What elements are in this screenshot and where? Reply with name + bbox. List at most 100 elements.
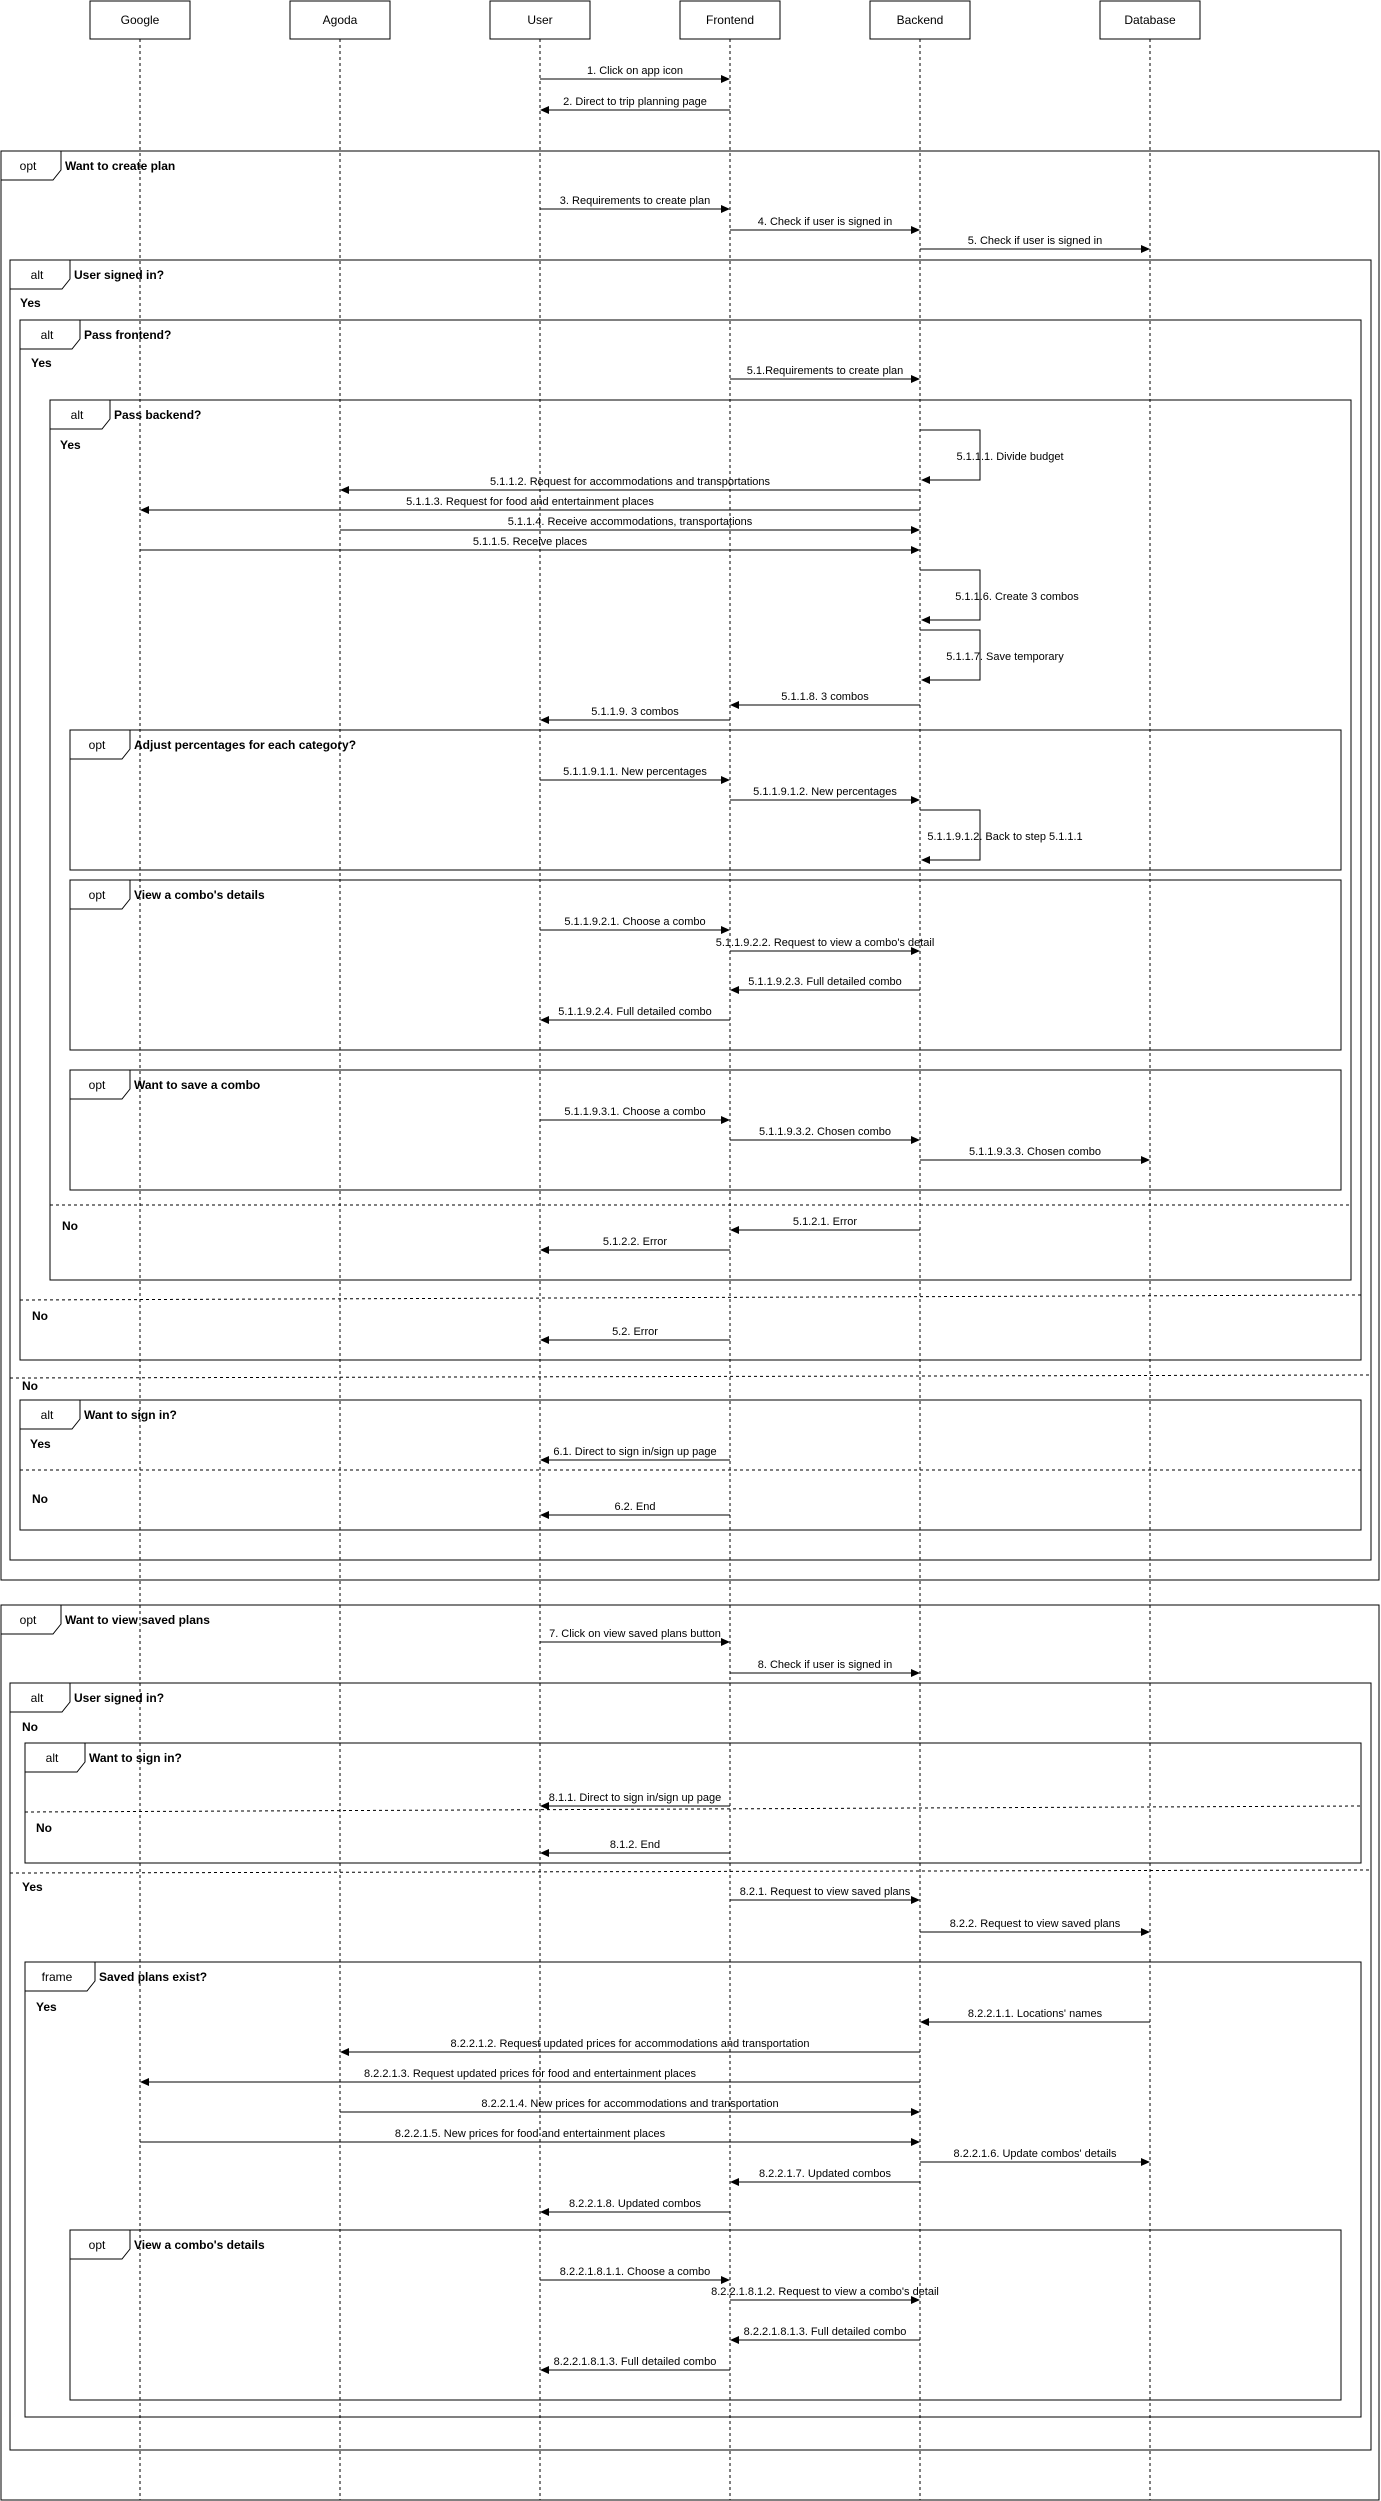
participant-google: Google	[89, 0, 191, 40]
fragment-frame	[0, 1604, 1380, 2501]
guard-label: Yes	[60, 438, 81, 452]
message-34: 8.1.2. End	[540, 1839, 730, 1857]
message-39: 8.2.2.1.3. Request updated prices for fo…	[140, 2068, 920, 2086]
message-37: 8.2.2.1.1. Locations' names	[920, 2008, 1150, 2026]
message-32: 8. Check if user is signed in	[730, 1659, 920, 1677]
message-label: 3. Requirements to create plan	[560, 195, 710, 207]
message-14: 5.1.1.8. 3 combos	[730, 691, 920, 709]
fragment-tab	[9, 1682, 71, 1713]
message-label: 5.1.2.2. Error	[603, 1236, 668, 1248]
fragment-keyword: opt	[20, 159, 37, 173]
message-7: 5.1.1.1. Divide budget	[920, 429, 1064, 484]
message-label: 8.1.2. End	[610, 1839, 660, 1851]
fragment-frame	[24, 1742, 1362, 1864]
message-16: 5.1.1.9.1.1. New percentages	[540, 766, 730, 784]
fragment-title: Adjust percentages for each category?	[134, 738, 356, 752]
message-43: 8.2.2.1.7. Updated combos	[730, 2168, 920, 2186]
message-13: 5.1.1.7. Save temporary	[920, 629, 1064, 684]
guard-label: No	[32, 1309, 48, 1323]
message-30: 6.2. End	[540, 1501, 730, 1519]
message-26: 5.1.2.1. Error	[730, 1216, 920, 1234]
message-22: 5.1.1.9.2.4. Full detailed combo	[540, 1006, 730, 1024]
message-label: 5.1.1.3. Request for food and entertainm…	[406, 496, 654, 508]
guard-label: No	[36, 1821, 52, 1835]
fragment-title: Pass frontend?	[84, 328, 171, 342]
message-15: 5.1.1.9. 3 combos	[540, 706, 730, 724]
fragment-frame	[0, 150, 1380, 1581]
fragment-alt-user-signed-in: alt User signed in?	[9, 1682, 1372, 2451]
fragment-frame	[49, 399, 1352, 1281]
message-label: 5.1.1.9.2.4. Full detailed combo	[558, 1006, 711, 1018]
participant-label: Agoda	[323, 13, 358, 27]
message-label: 8.2.2.1.4. New prices for accommodations…	[481, 2098, 778, 2110]
participant-backend: Backend	[869, 0, 971, 40]
message-6: 5.1.Requirements to create plan	[730, 365, 920, 383]
message-2: 2. Direct to trip planning page	[540, 96, 730, 114]
message-27: 5.1.2.2. Error	[540, 1236, 730, 1254]
fragment-frame	[24, 1961, 1362, 2418]
message-label: 8.2.2.1.8.1.3. Full detailed combo	[744, 2326, 907, 2338]
message-3: 3. Requirements to create plan	[540, 195, 730, 213]
fragment-tab	[0, 1604, 62, 1635]
fragment-alt-user-signed-in: alt User signed in?	[9, 259, 1372, 1561]
message-label: 5. Check if user is signed in	[968, 235, 1103, 247]
message-label: 5.1.1.7. Save temporary	[946, 651, 1064, 663]
message-21: 5.1.1.9.2.3. Full detailed combo	[730, 976, 920, 994]
fragment-title: User signed in?	[74, 268, 164, 282]
message-42: 8.2.2.1.6. Update combos' details	[920, 2148, 1150, 2166]
message-5: 5. Check if user is signed in	[920, 235, 1150, 253]
message-17: 5.1.1.9.1.2. New percentages	[730, 786, 920, 804]
message-label: 5.1.1.9.1.1. New percentages	[563, 766, 707, 778]
fragment-keyword: alt	[46, 1751, 59, 1765]
message-label: 5.1.1.9.2.1. Choose a combo	[564, 916, 705, 928]
message-label: 5.1.1.6. Create 3 combos	[955, 591, 1079, 603]
fragment-frame	[69, 1069, 1342, 1191]
message-47: 8.2.2.1.8.1.3. Full detailed combo	[730, 2326, 920, 2344]
fragment-keyword: opt	[20, 1613, 37, 1627]
participant-label: Database	[1124, 13, 1176, 27]
operand-divider	[24, 1805, 1362, 1813]
participant-box	[489, 0, 591, 40]
guard-label: Yes	[20, 296, 41, 310]
message-label: 8.2.2.1.5. New prices for food and enter…	[395, 2128, 666, 2140]
fragment-frame	[69, 729, 1342, 871]
fragment-tab	[69, 729, 131, 760]
fragment-tab	[69, 2229, 131, 2260]
participant-database: Database	[1099, 0, 1201, 40]
message-46: 8.2.2.1.8.1.2. Request to view a combo's…	[711, 2286, 939, 2304]
message-label: 1. Click on app icon	[587, 65, 683, 77]
message-label: 5.1.1.9.3.3. Chosen combo	[969, 1146, 1101, 1158]
message-label: 5.1.1.9.3.1. Choose a combo	[564, 1106, 705, 1118]
fragment-title: Want to view saved plans	[65, 1613, 210, 1627]
message-31: 7. Click on view saved plans button	[540, 1628, 730, 1646]
message-label: 8.2.2.1.8.1.2. Request to view a combo's…	[711, 2286, 939, 2298]
message-25: 5.1.1.9.3.3. Chosen combo	[920, 1146, 1150, 1164]
message-label: 5.1.Requirements to create plan	[747, 365, 904, 377]
participant-box	[869, 0, 971, 40]
self-message-arrow	[920, 629, 981, 684]
fragment-title: View a combo's details	[134, 2238, 265, 2252]
fragment-keyword: alt	[31, 268, 44, 282]
message-label: 5.1.1.9. 3 combos	[591, 706, 679, 718]
message-11: 5.1.1.5. Receive places	[140, 536, 920, 554]
message-label: 5.1.1.1. Divide budget	[956, 451, 1063, 463]
message-label: 8.2.2.1.8. Updated combos	[569, 2198, 702, 2210]
message-19: 5.1.1.9.2.1. Choose a combo	[540, 916, 730, 934]
messages-layer: 1. Click on app icon 2. Direct to trip pl…	[140, 65, 1150, 2374]
message-44: 8.2.2.1.8. Updated combos	[540, 2198, 730, 2216]
message-label: 7. Click on view saved plans button	[549, 1628, 721, 1640]
guard-label: No	[22, 1720, 38, 1734]
fragment-tab	[49, 399, 111, 430]
lifelines-layer	[139, 39, 1151, 2500]
fragment-title: User signed in?	[74, 1691, 164, 1705]
operand-divider	[9, 1869, 1372, 1874]
guard-label: No	[32, 1492, 48, 1506]
